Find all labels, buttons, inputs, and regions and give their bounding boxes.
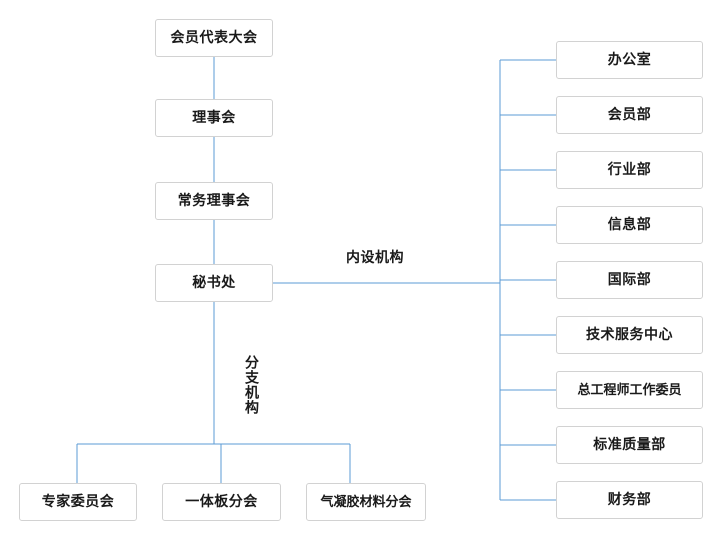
node-aerogel-material-branch[interactable]: 气凝胶材料分会 — [306, 483, 426, 521]
node-label: 一体板分会 — [185, 494, 258, 510]
node-international-dept[interactable]: 国际部 — [556, 261, 703, 299]
node-label: 标准质量部 — [593, 437, 666, 453]
node-label: 秘书处 — [192, 275, 236, 291]
label-internal-departments: 内设机构 — [343, 246, 407, 268]
node-label: 办公室 — [607, 52, 652, 68]
node-technical-service-center[interactable]: 技术服务中心 — [556, 316, 703, 354]
node-label: 国际部 — [607, 272, 652, 288]
node-standing-council[interactable]: 常务理事会 — [155, 182, 273, 220]
label-text: 分支机构 — [243, 355, 259, 415]
label-text: 内设机构 — [346, 250, 404, 266]
node-label: 专家委员会 — [41, 494, 115, 510]
node-chief-engineer-committee[interactable]: 总工程师工作委员 — [556, 371, 703, 409]
node-label: 常务理事会 — [177, 193, 251, 209]
node-information-dept[interactable]: 信息部 — [556, 206, 703, 244]
node-label: 会员部 — [607, 107, 652, 123]
node-secretariat[interactable]: 秘书处 — [155, 264, 273, 302]
node-label: 信息部 — [607, 217, 652, 233]
node-council[interactable]: 理事会 — [155, 99, 273, 137]
node-expert-committee[interactable]: 专家委员会 — [19, 483, 137, 521]
node-assembly[interactable]: 会员代表大会 — [155, 19, 273, 57]
node-membership-dept[interactable]: 会员部 — [556, 96, 703, 134]
node-panel-branch[interactable]: 一体板分会 — [162, 483, 281, 521]
node-label: 总工程师工作委员 — [577, 382, 682, 398]
node-label: 行业部 — [607, 162, 652, 178]
node-standards-quality-dept[interactable]: 标准质量部 — [556, 426, 703, 464]
node-finance-dept[interactable]: 财务部 — [556, 481, 703, 519]
node-label: 会员代表大会 — [170, 30, 258, 46]
node-label: 财务部 — [607, 492, 652, 508]
node-label: 技术服务中心 — [586, 327, 673, 343]
node-industry-dept[interactable]: 行业部 — [556, 151, 703, 189]
label-branch-organizations: 分支机构 — [240, 352, 262, 418]
node-office[interactable]: 办公室 — [556, 41, 703, 79]
node-label: 气凝胶材料分会 — [320, 494, 412, 510]
node-label: 理事会 — [192, 110, 236, 126]
